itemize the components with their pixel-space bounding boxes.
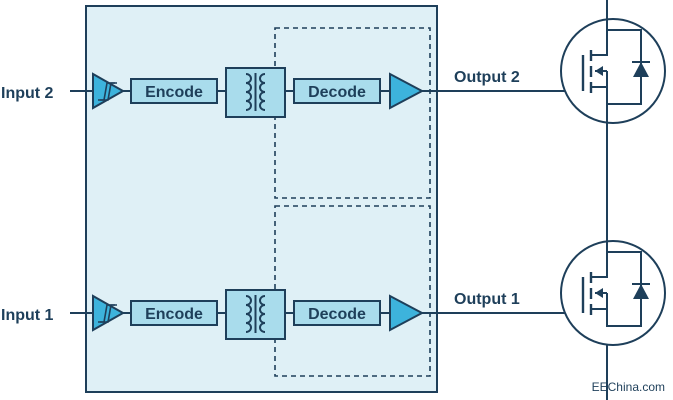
schmitt-trigger-icon <box>92 294 126 332</box>
transformer-icon <box>225 67 286 118</box>
decode-label-2: Decode <box>308 84 366 101</box>
output-2-label: Output 2 <box>454 69 520 86</box>
output-1-label: Output 1 <box>454 291 520 308</box>
mosfet-icon <box>560 236 666 346</box>
input-2-label: Input 2 <box>1 85 54 102</box>
encode-block-1 <box>130 300 218 326</box>
encode-label-1: Encode <box>145 306 203 323</box>
encode-label-2: Encode <box>145 84 203 101</box>
transformer-icon <box>225 289 286 340</box>
channel-1: Input 1 Encode Decode Output 1 <box>1 289 583 340</box>
encode-block-2 <box>130 78 218 104</box>
watermark-text: EEChina.com <box>592 380 665 394</box>
driver-buffer-icon <box>389 294 425 332</box>
channel-2: Input 2 Encode Decode Output 2 <box>1 67 583 118</box>
driver-buffer-icon <box>389 72 425 110</box>
decode-label-1: Decode <box>308 306 366 323</box>
decode-block-2 <box>293 78 381 104</box>
input-1-label: Input 1 <box>1 307 54 324</box>
schmitt-trigger-icon <box>92 72 126 110</box>
mosfet-icon <box>560 0 666 124</box>
